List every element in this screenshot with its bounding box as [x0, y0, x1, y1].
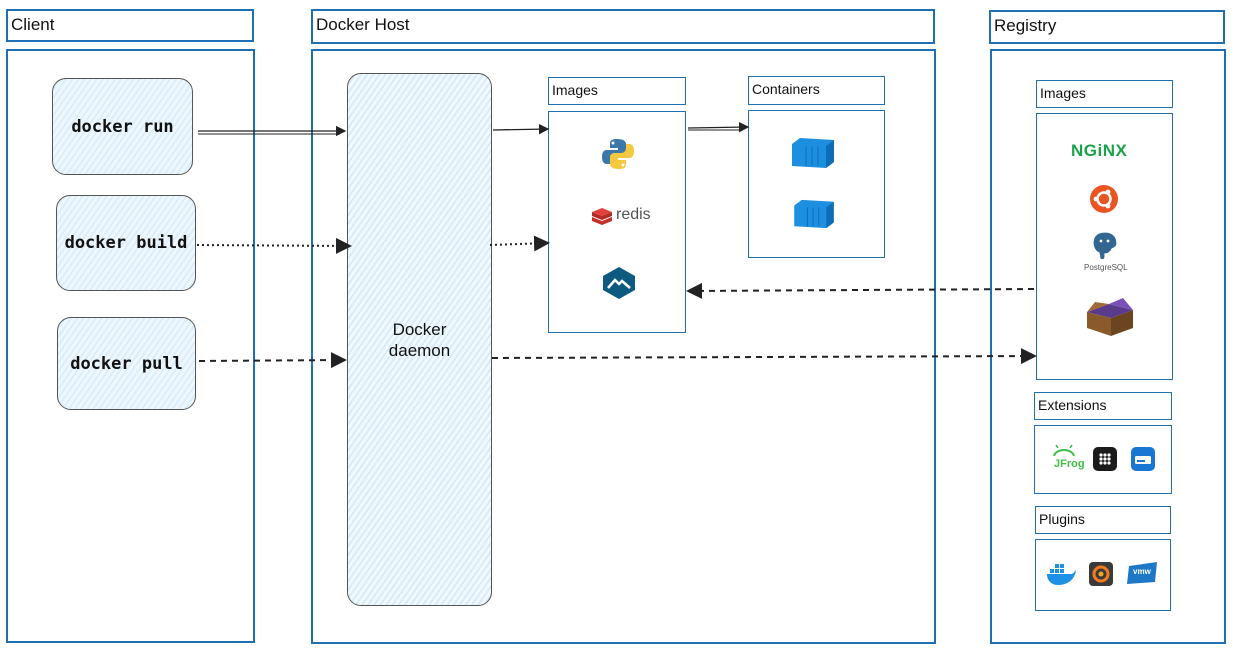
alpine-icon — [603, 267, 635, 299]
drive-icon — [1131, 447, 1155, 471]
jfrog-icon — [1053, 444, 1075, 457]
redis-icon — [592, 208, 612, 225]
docker-pull-command[interactable]: docker pull — [57, 317, 196, 410]
daemon-label-line2: daemon — [388, 340, 451, 360]
container-icon — [792, 138, 834, 168]
images-to-containers-arrow — [687, 121, 750, 133]
container-icon — [794, 199, 834, 229]
client-header: Client — [6, 9, 254, 42]
docker-whale-icon — [1047, 564, 1076, 585]
registry-to-images-arrow — [686, 282, 1035, 299]
docker-run-command[interactable]: docker run — [52, 78, 193, 175]
grid-app-icon — [1093, 447, 1117, 471]
daemon-label-line1: Docker — [392, 319, 447, 339]
docker-host-header: Docker Host — [311, 9, 935, 44]
registry-title: Registry — [994, 16, 1057, 35]
plugins-header: Plugins — [1035, 506, 1171, 534]
docker-run-label: docker run — [71, 116, 174, 137]
vmware-icon — [1127, 562, 1157, 584]
jfrog-wordmark: JFrog — [1054, 458, 1085, 470]
registry-header: Registry — [989, 10, 1225, 44]
nginx-icon: NGiNX — [1071, 141, 1128, 160]
plugins-label: Plugins — [1039, 511, 1085, 527]
build-to-daemon-arrow — [196, 237, 352, 254]
grafana-icon — [1089, 562, 1113, 586]
ubuntu-icon — [1090, 185, 1118, 213]
daemon-build-images-arrow — [489, 235, 550, 252]
redis-wordmark: redis — [616, 206, 651, 223]
registry-images-header: Images — [1036, 80, 1173, 108]
vmware-wordmark: vmw — [1133, 567, 1151, 576]
docker-build-label: docker build — [64, 233, 188, 253]
client-title: Client — [11, 15, 55, 34]
containers-label: Containers — [752, 81, 820, 97]
extensions-header: Extensions — [1034, 392, 1172, 420]
docker-host-title: Docker Host — [316, 15, 410, 34]
box-icon — [1087, 298, 1133, 336]
containers-panel — [748, 110, 885, 258]
docker-pull-label: docker pull — [70, 353, 183, 374]
pull-to-daemon-arrow — [198, 352, 347, 369]
daemon-to-images-arrow — [492, 123, 550, 135]
registry-images-label: Images — [1040, 85, 1086, 101]
host-images-header: Images — [548, 77, 686, 105]
daemon-to-registry-arrow — [491, 348, 1037, 365]
python-icon — [602, 139, 634, 169]
postgresql-icon — [1092, 231, 1118, 261]
host-images-label: Images — [552, 82, 598, 98]
extensions-label: Extensions — [1038, 397, 1107, 413]
docker-build-command[interactable]: docker build — [56, 195, 196, 291]
postgresql-wordmark: PostgreSQL — [1084, 263, 1128, 272]
containers-header: Containers — [748, 76, 885, 105]
